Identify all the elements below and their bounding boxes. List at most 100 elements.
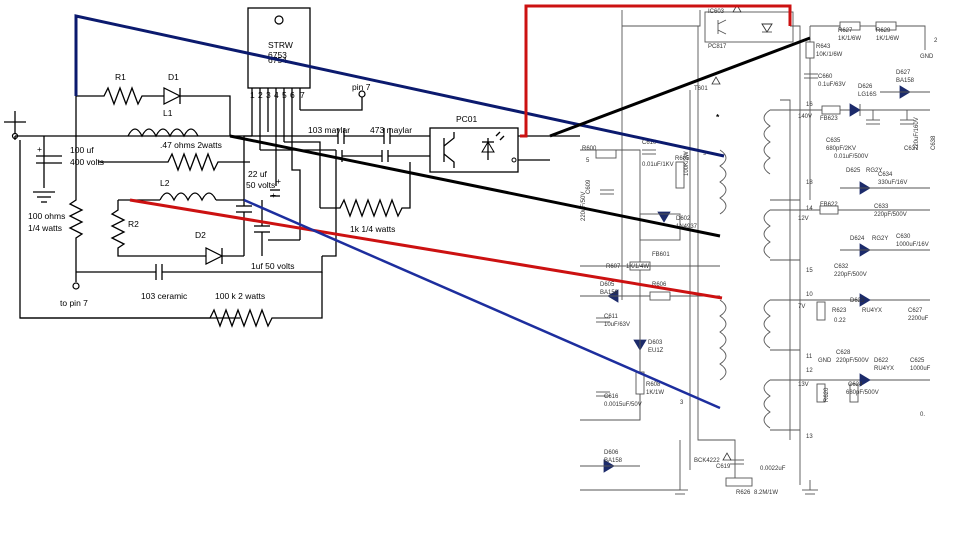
r608v-label: 1K/1W [646,390,664,396]
d606v-label: BA158 [604,458,623,464]
c632-label: C632 [834,264,849,270]
c1uf-label: 1uf 50 volts [251,261,294,271]
r607v-label: 1K/1/4W [626,264,649,270]
c627-label: C627 [908,308,923,314]
c625-label: C625 [910,358,925,364]
c400-label: 100 uf [70,145,94,155]
n9-label: 9 [703,151,707,157]
overlay-lines [74,4,811,410]
d603-label: D603 [648,340,663,346]
d627-label: D627 [896,70,911,76]
d1-diode [163,87,182,105]
r623-label: R623 [832,308,847,314]
c624v-label: 680pF/500V [846,390,879,396]
bck-label: BCK4222 [694,458,720,464]
navy-line-bottom [243,198,721,410]
v13-label: 13V [798,382,809,388]
d626-label: D626 [858,84,873,90]
aux-winding [719,299,727,381]
d622v-label: RU4YX [874,366,894,372]
n18-label: 18 [806,180,813,186]
fb601-label: FB601 [652,252,670,258]
d623v-label: RU4YX [862,308,882,314]
n10-label: 10 [806,292,813,298]
n15-label: 15 [806,268,813,274]
ic-pin-3: 3 [266,90,271,100]
polarity-star: * [716,112,720,122]
strw-ic [247,7,311,89]
c630-label: C630 [896,234,911,240]
r607-label: R607 [606,264,621,270]
r643v-label: 10K/1/6W [816,52,843,58]
r626v-label: 8.2M/1W [754,490,778,496]
maylar473-label: 473 maylar [370,125,412,135]
r100-label: 100 ohms [28,211,65,221]
l2-label: L2 [160,178,170,188]
c611-label: C611 [604,314,619,320]
v140-label: 140V [798,114,812,120]
fb622-label: FB622 [820,202,838,208]
c660v-label: 0.1uF/63V [818,82,846,88]
n5-label: 5 [586,158,590,164]
l1-inductor [127,128,199,138]
c610v-label: 0.01uF/1KV [642,162,674,168]
c635-label: C635 [826,138,841,144]
c609v-label: 220uF/50V [581,192,587,221]
v12-label: 12V [798,216,809,222]
n11-label: 11 [806,354,813,360]
c660-label: C660 [818,74,833,80]
c609-label: C609 [586,179,592,194]
r600-label: R600 [582,146,597,152]
ic-pin-1: 1 [250,90,255,100]
c616-label: C616 [604,394,619,400]
n0-label: 0. [920,412,925,418]
c627v-label: 2200uF [908,316,929,322]
to-pin7-label: to pin 7 [60,298,88,308]
sec-winding-2 [763,209,771,259]
c619v-label: 0.0022uF [760,466,786,472]
r627v-label: 1K/1/6W [838,36,861,42]
r100k-label: 100 k 2 watts [215,291,265,301]
svg-text:+: + [276,176,281,186]
r605-label: R605 [675,156,690,162]
r629v-label: 1K/1/6W [876,36,899,42]
l1-res-label: .47 ohms 2watts [160,140,222,150]
ic603-label: IC603 [708,9,725,15]
d1-label: D1 [168,72,179,82]
d602v-label: 1N4937 [676,224,698,230]
gnd-mid-label: GND [818,358,832,364]
n3-label: 3 [680,400,684,406]
c634v-label: 330uF/16V [878,180,907,186]
c638-label: C638 [931,135,937,150]
c103-label: 103 ceramic [141,291,188,301]
c637-label: C637 [904,146,919,152]
black-line-top [549,36,811,138]
ic-pin-7: 7 [300,90,305,100]
d602-label: D602 [676,216,691,222]
c630v-label: 1000uF/16V [896,242,929,248]
ic603-opto [704,11,794,43]
navy-line-top [74,14,725,158]
right-schematic: * [580,4,930,495]
ic-pin-4: 4 [274,90,279,100]
fb623-label: FB623 [820,116,838,122]
d605v-label: BA158 [600,290,619,296]
d627v-label: BA158 [896,78,915,84]
c637v-label: 220uF/160V [914,117,920,150]
red-line-top [520,4,792,138]
d603v-label: EU1Z [648,348,664,354]
pc01-label: PC01 [456,114,478,124]
primary-winding [719,149,727,215]
c611v-label: 10uF/63V [604,322,630,328]
sec-winding-4 [763,379,771,429]
d2-label: D2 [195,230,206,240]
c22-label: 22 uf [248,169,268,179]
n13-label: 13 [806,434,813,440]
l2-inductor [159,192,217,202]
c610-label: C610 [642,140,657,146]
c634-label: C634 [878,172,893,178]
r620-label: R620 [824,387,830,402]
r627-label: R627 [838,28,853,34]
left-schematic: + + [4,7,580,328]
